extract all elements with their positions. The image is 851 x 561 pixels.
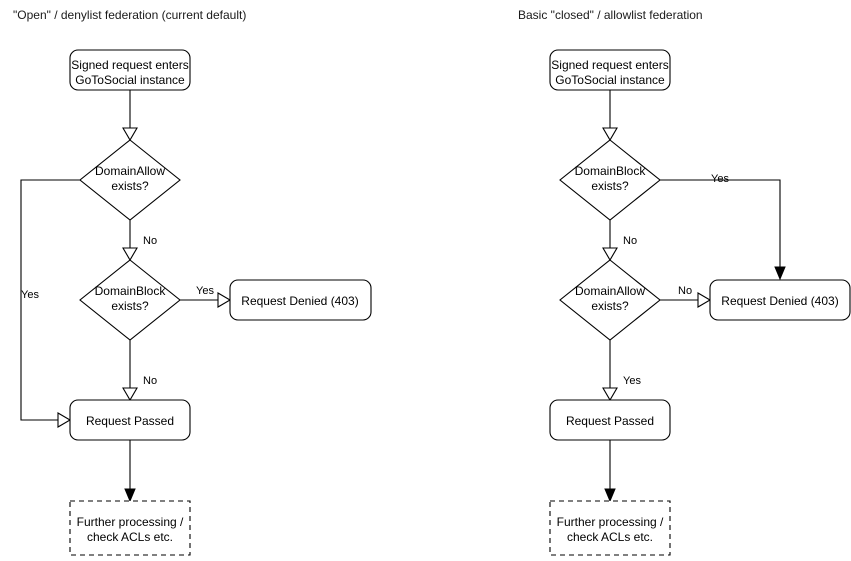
- allowlist-domainallow-label-line2: exists?: [591, 299, 629, 313]
- allowlist-edge-domainblock-yes: [660, 179, 781, 274]
- denylist-arrowhead-to-further: [124, 488, 136, 503]
- allowlist-further-node[interactable]: Further processing / check ACLs etc.: [549, 500, 671, 556]
- denylist-domainblock-label-line2: exists?: [111, 299, 149, 313]
- denylist-edge-domainallow-yes: [20, 179, 80, 421]
- denylist-denied-node[interactable]: Request Denied (403): [229, 279, 372, 321]
- denylist-passed-label: Request Passed: [86, 414, 174, 428]
- denylist-domainallow-label-line1: DomainAllow: [95, 164, 165, 178]
- denylist-arrowhead-to-passed: [122, 387, 138, 402]
- allowlist-arrowhead-to-denied: [697, 292, 712, 308]
- allowlist-further-label-line2: check ACLs etc.: [567, 530, 653, 544]
- allowlist-edge-label-domainblock-no: No: [623, 235, 637, 247]
- allowlist-decision-domainallow[interactable]: DomainAllow exists?: [559, 259, 661, 341]
- denylist-arrowhead-domainblock: [122, 247, 138, 262]
- allowlist-edge-label-domainblock-yes: Yes: [711, 173, 729, 185]
- denylist-start-label-line2: GoToSocial instance: [75, 73, 185, 87]
- denylist-passed-node[interactable]: Request Passed: [69, 399, 191, 441]
- allowlist-domainblock-label-line1: DomainBlock: [575, 164, 647, 178]
- allowlist-start-label-line1: Signed request enters: [551, 58, 668, 72]
- allowlist-edge-label-domainallow-yes: Yes: [623, 375, 641, 387]
- denylist-title: "Open" / denylist federation (current de…: [13, 8, 246, 22]
- allowlist-title: Basic "closed" / allowlist federation: [518, 8, 703, 22]
- allowlist-further-label-line1: Further processing /: [557, 515, 664, 529]
- denylist-domainblock-label-line1: DomainBlock: [95, 284, 167, 298]
- allowlist-denied-label: Request Denied (403): [721, 294, 838, 308]
- allowlist-denied-box[interactable]: [709, 279, 851, 321]
- allowlist-passed-label: Request Passed: [566, 414, 654, 428]
- allowlist-passed-node[interactable]: Request Passed: [549, 399, 671, 441]
- denylist-edge-label-domainblock-no: No: [143, 375, 157, 387]
- allowlist-arrowhead-to-passed: [602, 387, 618, 402]
- allowlist-edge-label-domainallow-no: No: [678, 285, 692, 297]
- allowlist-arrowhead-yes-to-denied: [774, 266, 786, 281]
- allowlist-denied-node[interactable]: Request Denied (403): [709, 279, 851, 321]
- diagram-allowlist: Basic "closed" / allowlist federation Si…: [518, 8, 851, 556]
- denylist-domainallow-label-line2: exists?: [111, 179, 149, 193]
- diagram-denylist: "Open" / denylist federation (current de…: [13, 8, 372, 556]
- allowlist-further-box[interactable]: [549, 500, 671, 556]
- denylist-start-label-line1: Signed request enters: [71, 58, 188, 72]
- denylist-denied-box[interactable]: [229, 279, 372, 321]
- denylist-arrowhead-to-denied: [217, 292, 232, 308]
- denylist-arrowhead-yes-to-passed: [57, 412, 72, 428]
- denylist-further-label-line2: check ACLs etc.: [87, 530, 173, 544]
- allowlist-arrowhead-domainallow: [602, 247, 618, 262]
- denylist-denied-label: Request Denied (403): [241, 294, 358, 308]
- allowlist-arrowhead-domainblock: [602, 127, 618, 142]
- allowlist-arrowhead-to-further: [604, 488, 616, 503]
- denylist-arrowhead-domainallow: [122, 127, 138, 142]
- allowlist-decision-domainblock[interactable]: DomainBlock exists?: [559, 139, 661, 221]
- denylist-edge-label-domainallow-yes: Yes: [21, 289, 39, 301]
- denylist-edge-label-domainblock-yes: Yes: [196, 285, 214, 297]
- denylist-decision-domainallow[interactable]: DomainAllow exists?: [79, 139, 181, 221]
- allowlist-start-node[interactable]: Signed request enters GoToSocial instanc…: [549, 49, 671, 91]
- denylist-further-node[interactable]: Further processing / check ACLs etc.: [69, 500, 191, 556]
- denylist-start-node[interactable]: Signed request enters GoToSocial instanc…: [69, 49, 191, 91]
- denylist-further-label-line1: Further processing /: [77, 515, 184, 529]
- allowlist-domainblock-label-line2: exists?: [591, 179, 629, 193]
- denylist-edge-label-domainallow-no: No: [143, 235, 157, 247]
- allowlist-start-label-line2: GoToSocial instance: [555, 73, 665, 87]
- denylist-further-box[interactable]: [69, 500, 191, 556]
- denylist-decision-domainblock[interactable]: DomainBlock exists?: [79, 259, 181, 341]
- allowlist-domainallow-label-line1: DomainAllow: [575, 284, 645, 298]
